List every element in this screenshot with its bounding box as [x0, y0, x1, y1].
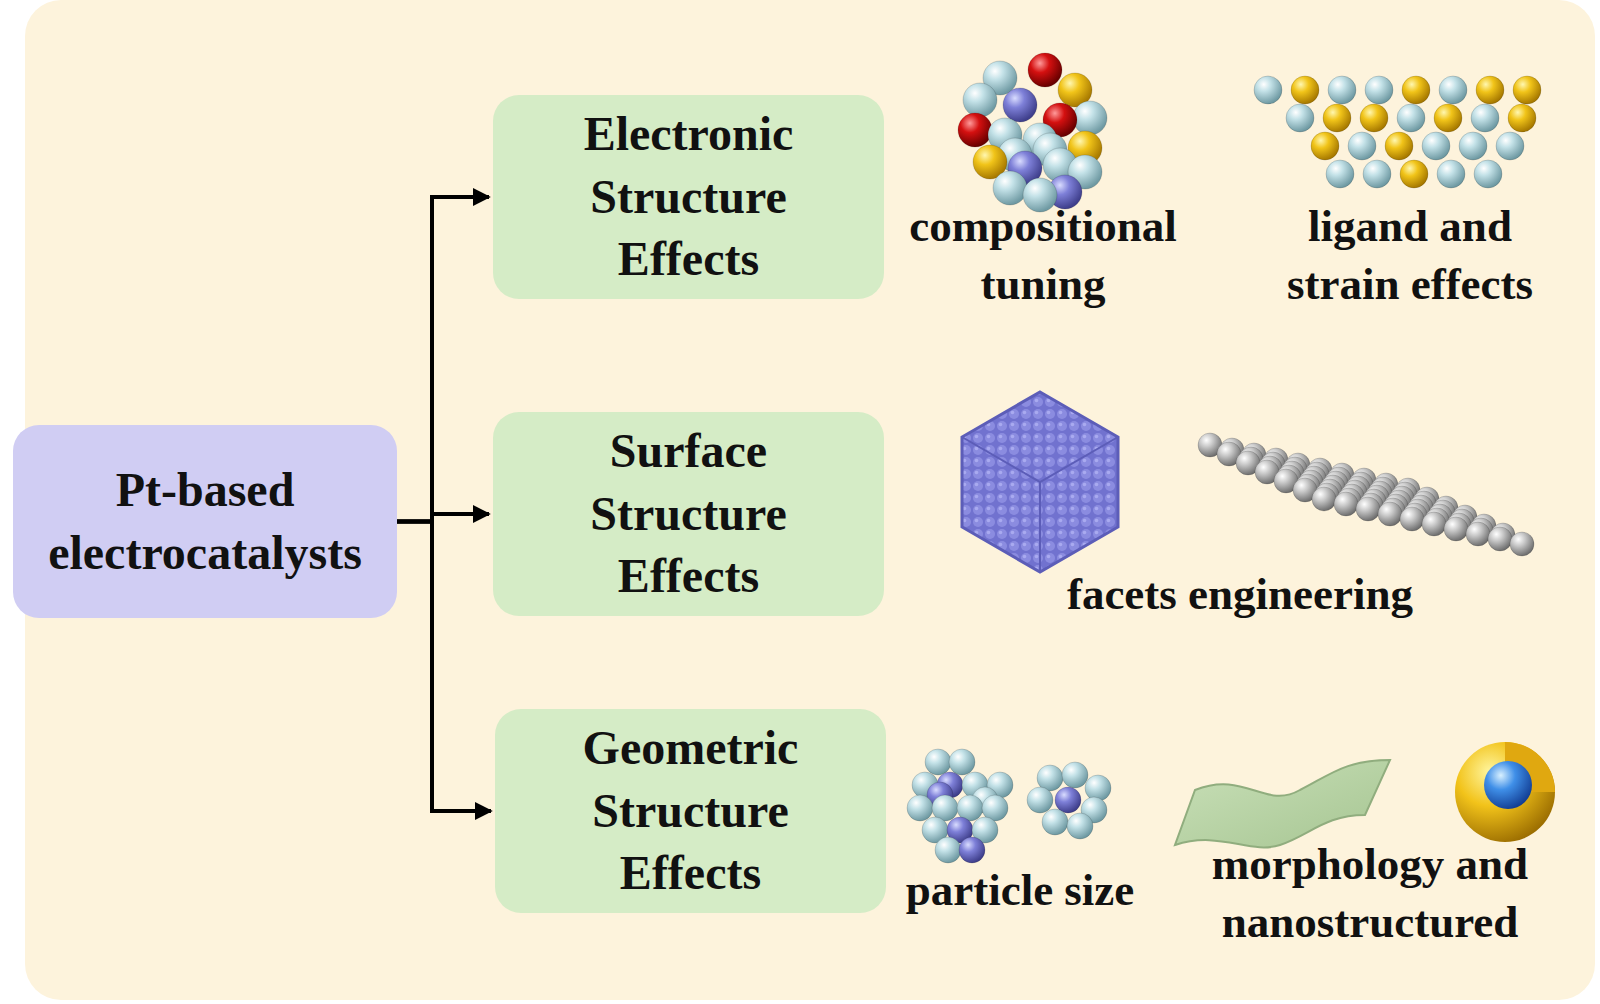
- atom: [1378, 502, 1402, 526]
- atom: [959, 837, 985, 863]
- atom: [1476, 76, 1504, 104]
- atom: [1348, 132, 1376, 160]
- atom: [1397, 104, 1425, 132]
- atom: [958, 113, 992, 147]
- atom: [1062, 762, 1088, 788]
- atom: [1422, 132, 1450, 160]
- atom: [1471, 104, 1499, 132]
- facet-cluster: [962, 392, 1118, 572]
- root-box: Pt-based electrocatalysts: [13, 425, 397, 618]
- atom: [1510, 532, 1534, 556]
- atom: [1365, 76, 1393, 104]
- atom: [935, 837, 961, 863]
- atom: [1474, 160, 1502, 188]
- atom: [1459, 132, 1487, 160]
- atom: [1085, 775, 1111, 801]
- atom: [1466, 522, 1490, 546]
- illustration-label: compositional tuning: [883, 198, 1203, 313]
- atom: [907, 795, 933, 821]
- atom: [1323, 104, 1351, 132]
- atom: [1402, 76, 1430, 104]
- category-box: Electronic Structure Effects: [493, 95, 884, 299]
- illustration-label: ligand and strain effects: [1255, 198, 1565, 313]
- atom: [1363, 160, 1391, 188]
- atom: [1508, 104, 1536, 132]
- atom: [925, 749, 951, 775]
- atom: [1400, 507, 1424, 531]
- box-text: Pt-based electrocatalysts: [25, 459, 385, 584]
- atom: [1488, 527, 1512, 551]
- atom: [1311, 132, 1339, 160]
- atom: [1027, 787, 1053, 813]
- atom: [1434, 104, 1462, 132]
- branch-arrow: [397, 197, 489, 522]
- atom: [1326, 160, 1354, 188]
- atom: [1334, 492, 1358, 516]
- atom: [1028, 53, 1062, 87]
- illustration-label: particle size: [860, 862, 1180, 920]
- atom: [1439, 76, 1467, 104]
- box-text: Surface Structure Effects: [539, 420, 839, 607]
- category-box: Surface Structure Effects: [493, 412, 884, 616]
- atom: [993, 171, 1027, 205]
- atom: [1385, 132, 1413, 160]
- core: [1484, 761, 1532, 809]
- core-shell-particle: [1455, 742, 1555, 842]
- category-box: Geometric Structure Effects: [495, 709, 886, 913]
- nanosheet: [1175, 760, 1390, 847]
- atom: [1513, 76, 1541, 104]
- illustration-label: facets engineering: [980, 566, 1500, 624]
- atom: [1254, 76, 1282, 104]
- atom: [1291, 76, 1319, 104]
- atom: [949, 749, 975, 775]
- atom: [1073, 101, 1107, 135]
- box-text: Geometric Structure Effects: [541, 717, 841, 904]
- atom: [1444, 517, 1468, 541]
- atom: [1067, 813, 1093, 839]
- atom: [1042, 809, 1068, 835]
- facet-edge: [962, 437, 1118, 482]
- branch-arrow: [397, 522, 491, 812]
- atom: [1360, 104, 1388, 132]
- atom: [963, 83, 997, 117]
- facet-edge: [1039, 482, 1041, 572]
- atom: [1356, 497, 1380, 521]
- atom: [1437, 160, 1465, 188]
- atom: [1286, 104, 1314, 132]
- box-text: Electronic Structure Effects: [539, 103, 839, 290]
- atom: [1496, 132, 1524, 160]
- atom: [1312, 487, 1336, 511]
- illustration-label: morphology and nanostructured: [1180, 836, 1560, 951]
- atom: [1328, 76, 1356, 104]
- atom: [1422, 512, 1446, 536]
- atom: [1400, 160, 1428, 188]
- atom: [1003, 88, 1037, 122]
